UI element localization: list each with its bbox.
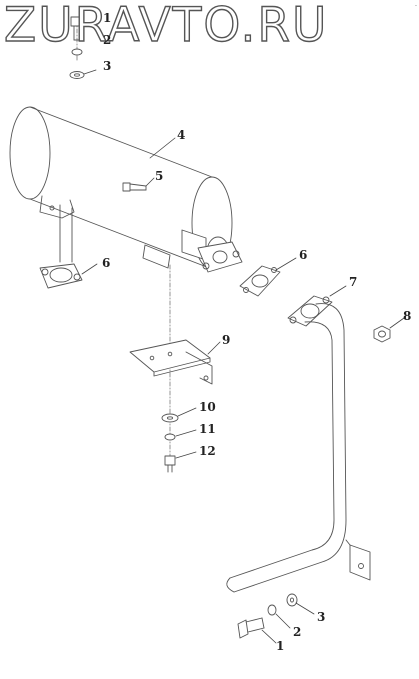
- top-flat-washer-part-3: [69, 71, 85, 79]
- mounting-bracket-part-9: [129, 339, 213, 385]
- callout-11: 11: [199, 422, 216, 436]
- leader-line: [207, 341, 221, 355]
- callout-2-top: 2: [103, 33, 112, 47]
- inlet-pipe: [59, 204, 73, 263]
- leader-line: [295, 602, 315, 615]
- callout-5: 5: [155, 169, 164, 183]
- leader-line: [389, 317, 405, 329]
- callout-6-left: 6: [102, 256, 111, 270]
- leader-line: [175, 451, 197, 459]
- callout-3-bottom: 3: [317, 610, 326, 624]
- gasket-right-part-6: [239, 265, 281, 297]
- callout-4: 4: [177, 128, 186, 142]
- callout-6-right: 6: [299, 248, 308, 262]
- callout-8: 8: [403, 309, 412, 323]
- leader-line: [149, 137, 176, 159]
- leader-line: [145, 177, 155, 187]
- top-bolt-part-1: [70, 16, 84, 41]
- gasket-left-part-6: [39, 263, 83, 289]
- callout-7: 7: [349, 275, 358, 289]
- callout-12: 12: [199, 444, 216, 458]
- bottom-lock-washer-part-2: [267, 604, 277, 616]
- watermark-logo: ZURAVTO.RU: [3, 0, 329, 53]
- callout-1-top: 1: [103, 11, 112, 25]
- leader-line: [81, 263, 98, 275]
- corner-mark: -: [414, 2, 417, 9]
- leader-line: [275, 613, 291, 629]
- callout-10: 10: [199, 400, 216, 414]
- leader-line: [83, 69, 97, 75]
- side-bolt-part-5: [122, 182, 147, 192]
- bolt-part-12: [164, 455, 176, 473]
- leader-line: [175, 429, 197, 437]
- nut-part-8: [373, 325, 391, 343]
- callout-9: 9: [222, 333, 231, 347]
- leader-line: [261, 629, 277, 644]
- bottom-bolt-part-1: [237, 617, 265, 639]
- exhaust-pipe-part-7: [226, 295, 371, 593]
- muffler-body-part-4: [9, 106, 243, 273]
- lock-washer-part-11: [164, 433, 176, 441]
- leader-line: [329, 285, 347, 297]
- flat-washer-part-10: [161, 413, 179, 423]
- callout-2-bottom: 2: [293, 625, 302, 639]
- callout-3-top: 3: [103, 59, 112, 73]
- bottom-flat-washer-part-3: [286, 593, 298, 607]
- top-lock-washer-part-2: [71, 48, 83, 56]
- callout-1-bottom: 1: [276, 639, 285, 653]
- leader-line: [275, 257, 297, 271]
- leader-line: [177, 407, 197, 417]
